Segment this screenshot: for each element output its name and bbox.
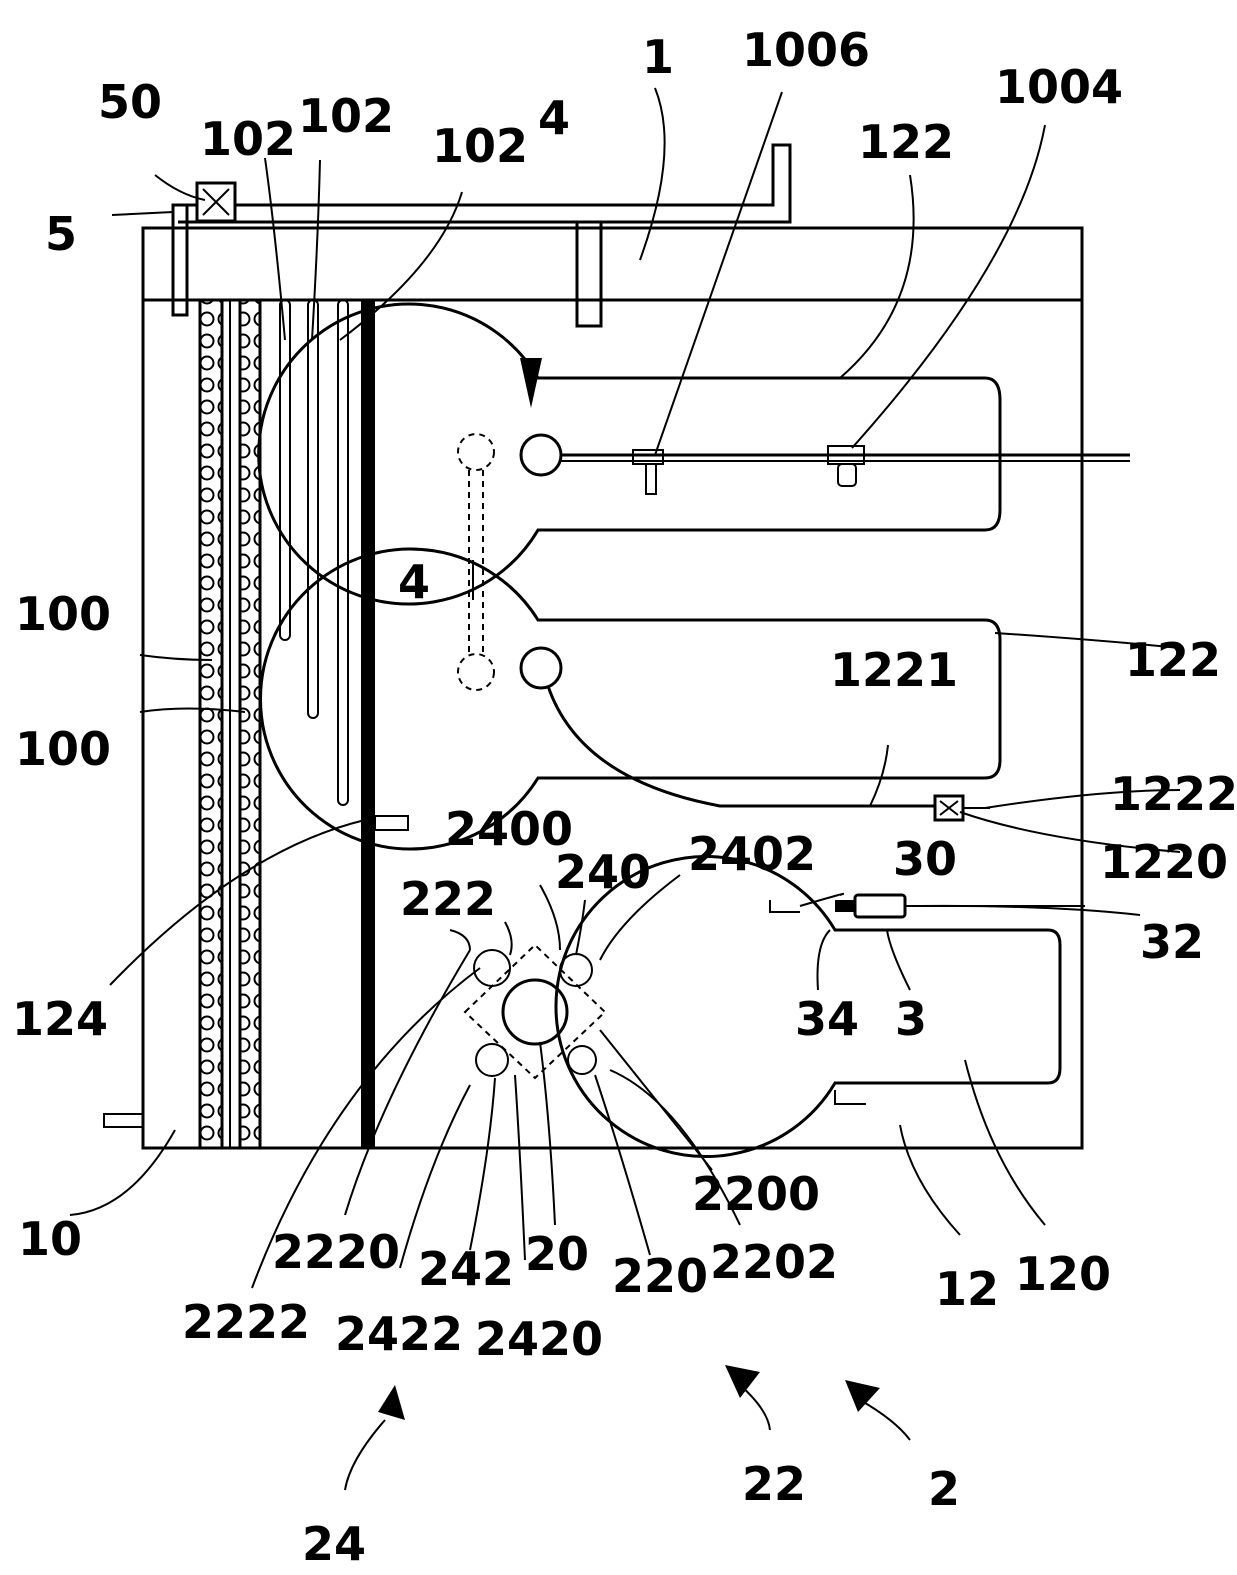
label-20: 20 (525, 1227, 589, 1281)
label-2202: 2202 (710, 1235, 838, 1289)
label-100b: 100 (15, 722, 111, 776)
vessel-lower (259, 547, 1002, 851)
label-3: 3 (895, 992, 927, 1046)
label-220: 220 (612, 1249, 708, 1303)
label-122b: 122 (1125, 633, 1221, 687)
hanging-rods (279, 299, 349, 806)
label-2422: 2422 (335, 1307, 463, 1361)
label-102a: 102 (200, 112, 296, 166)
label-1006: 1006 (742, 23, 870, 77)
label-2402: 2402 (688, 827, 816, 881)
label-1004: 1004 (995, 60, 1123, 114)
labels: 50 5 102 102 102 4 1 1006 1004 122 122 4… (12, 23, 1237, 1571)
label-222: 222 (400, 872, 496, 926)
label-1220: 1220 (1100, 835, 1228, 889)
label-240: 240 (555, 845, 651, 899)
label-34: 34 (795, 992, 859, 1046)
label-2420: 2420 (475, 1312, 603, 1366)
label-2400: 2400 (445, 802, 573, 856)
label-50: 50 (98, 75, 162, 129)
label-1222: 1222 (1110, 767, 1237, 821)
divider-wall (361, 300, 375, 1148)
label-24: 24 (302, 1517, 366, 1571)
arrow-4 (520, 358, 542, 408)
connector-4 (457, 433, 495, 691)
label-242: 242 (418, 1242, 514, 1296)
label-102b: 102 (298, 89, 394, 143)
label-124: 124 (12, 992, 108, 1046)
label-2222: 2222 (182, 1295, 310, 1349)
label-1221: 1221 (830, 643, 958, 697)
arrows (344, 358, 911, 1491)
pump-3 (853, 893, 907, 919)
label-30: 30 (893, 832, 957, 886)
label-5: 5 (45, 207, 77, 261)
label-10: 10 (18, 1212, 82, 1266)
label-120: 120 (1015, 1247, 1111, 1301)
label-22: 22 (742, 1457, 806, 1511)
side-port (103, 1113, 144, 1128)
label-2220: 2220 (272, 1225, 400, 1279)
label-2: 2 (928, 1462, 960, 1516)
label-4b: 4 (398, 555, 430, 609)
label-102c: 102 (432, 119, 528, 173)
vessel-upper (257, 302, 1130, 606)
label-1: 1 (642, 30, 674, 84)
label-122a: 122 (858, 115, 954, 169)
tank-body (141, 226, 1084, 1150)
label-4a: 4 (538, 91, 570, 145)
outlet-124 (374, 815, 409, 831)
label-2200: 2200 (692, 1167, 820, 1221)
leader-lines (69, 87, 1181, 1289)
filter-columns (198, 298, 262, 1150)
center-assembly (463, 943, 607, 1080)
top-pipe (171, 143, 792, 328)
label-32: 32 (1140, 915, 1204, 969)
label-100a: 100 (15, 587, 111, 641)
label-12: 12 (935, 1262, 999, 1316)
